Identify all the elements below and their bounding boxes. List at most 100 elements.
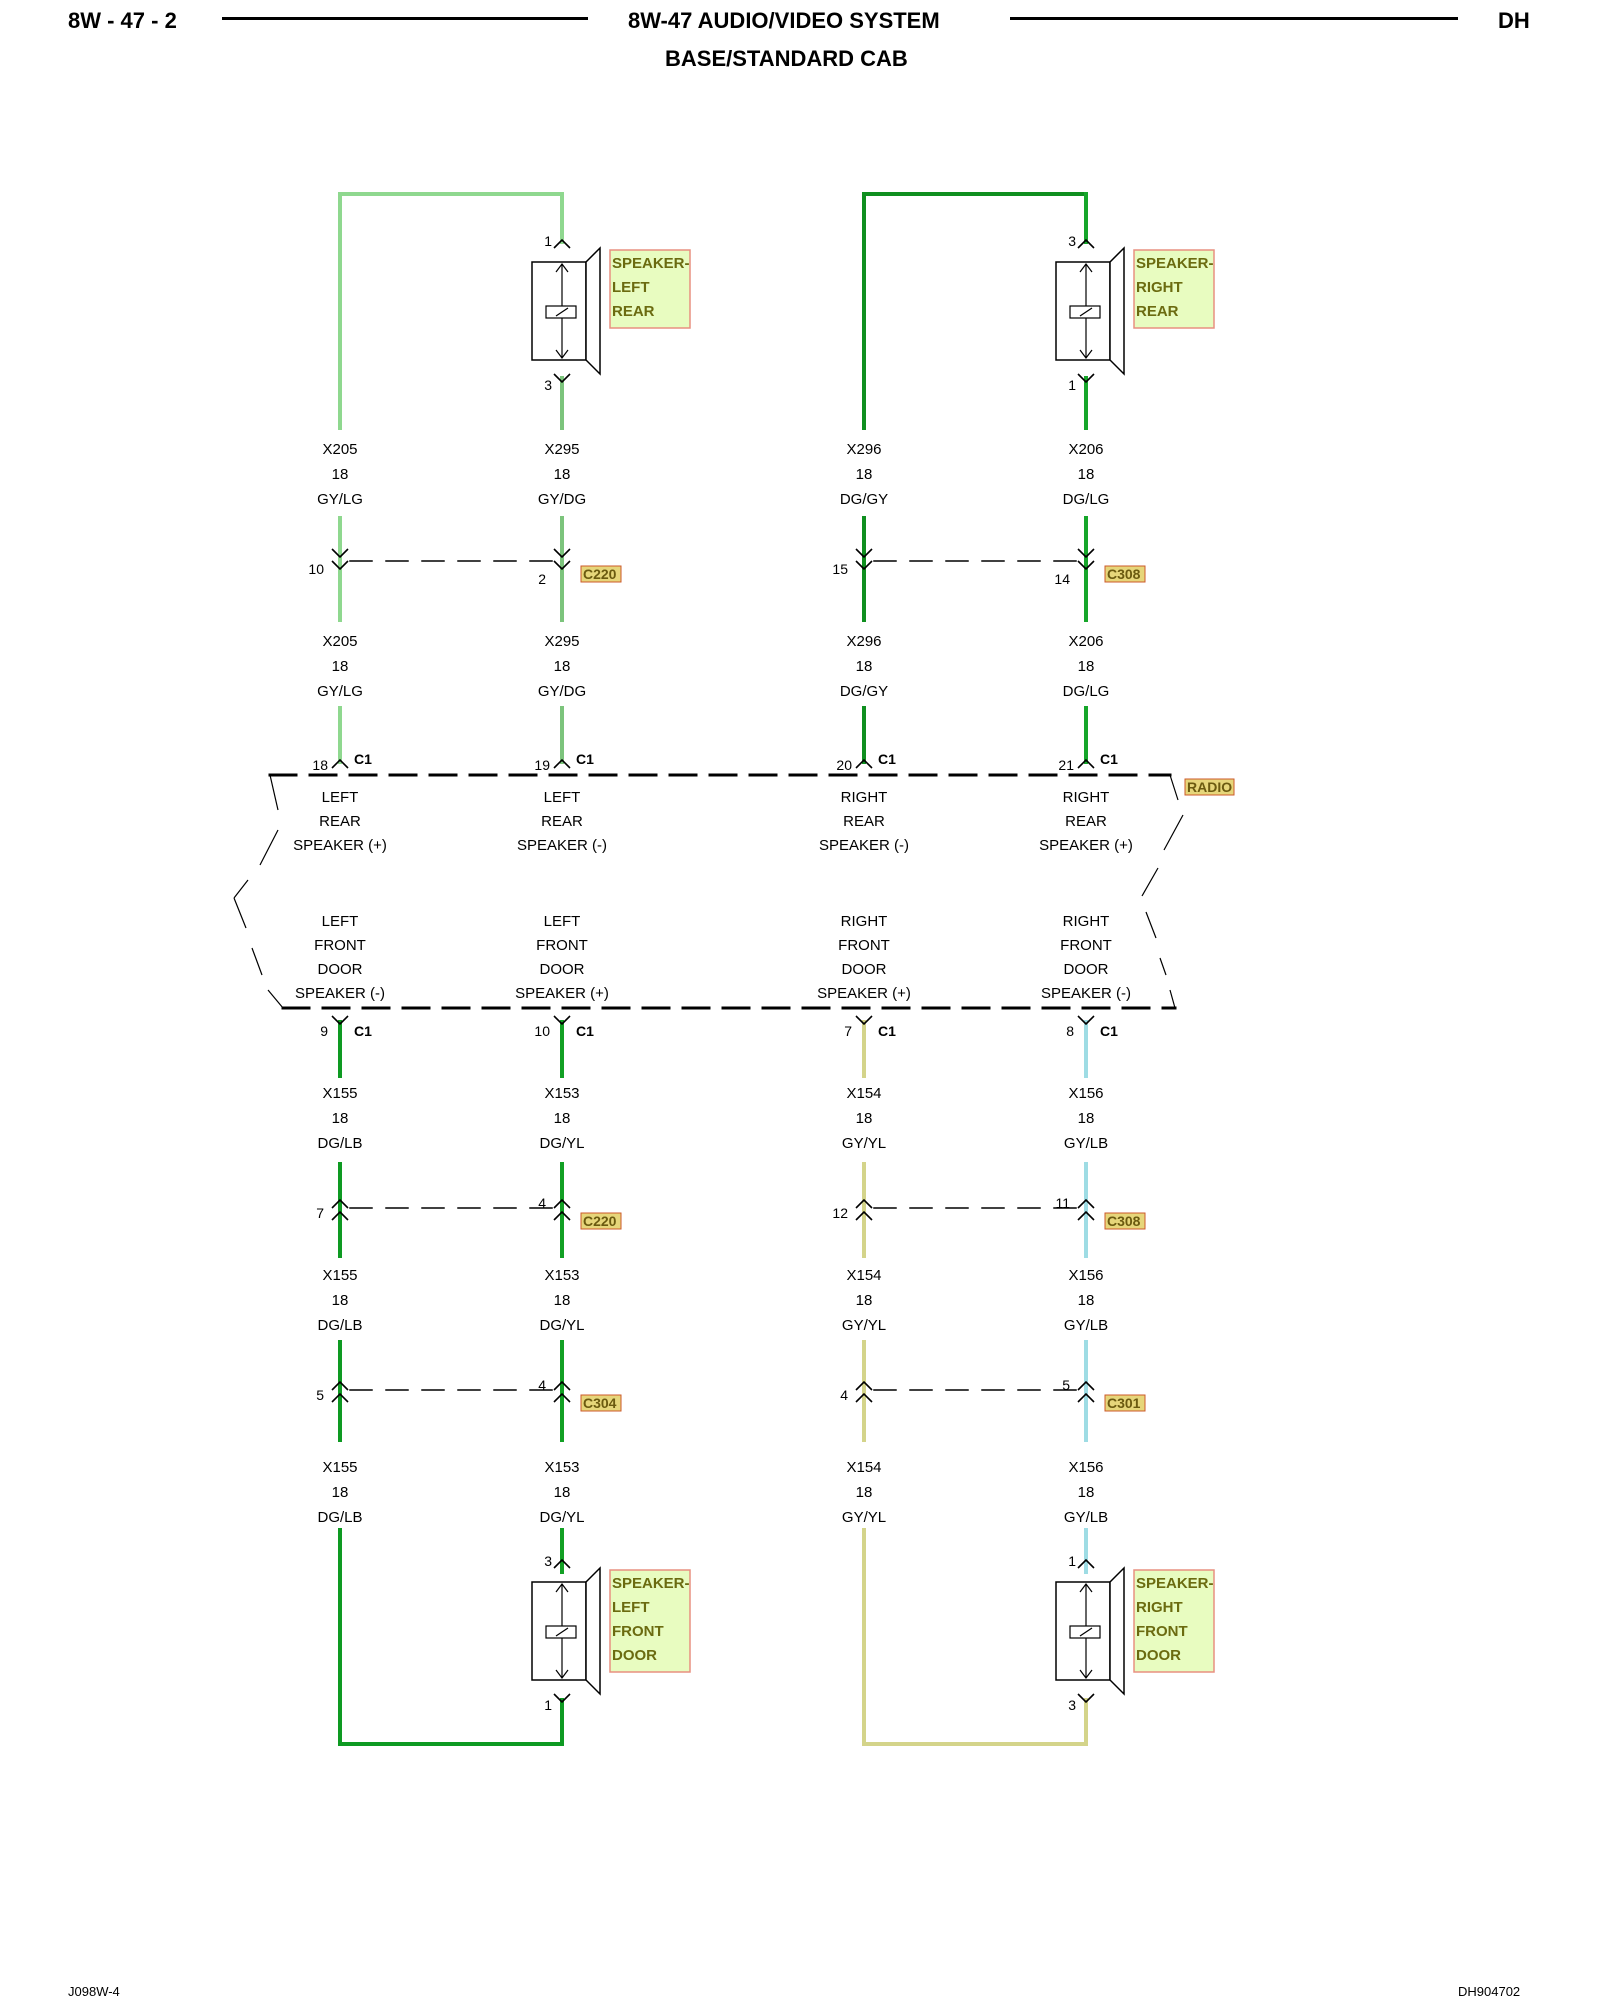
radio-rear-function: SPEAKER (-) <box>517 837 607 854</box>
radio-rear-function: REAR <box>319 813 361 830</box>
wire-gauge-label: 18 <box>1078 1292 1095 1309</box>
radio-front-function: DOOR <box>1064 961 1109 978</box>
radio-front-function: SPEAKER (+) <box>817 985 911 1002</box>
speaker-left-front-pin-top: 3 <box>544 1553 552 1569</box>
radio-front-function: LEFT <box>322 913 359 930</box>
speaker-right-rear-label-box <box>1133 249 1215 329</box>
wire-gauge-label: 18 <box>1078 1484 1095 1501</box>
radio-front-function: LEFT <box>544 913 581 930</box>
wire-gauge-label: 18 <box>332 1110 349 1127</box>
speaker-left-rear-pin-bottom: 3 <box>544 377 552 393</box>
wire-circuit-label: X153 <box>544 1267 579 1284</box>
wire-gauge-label: 18 <box>856 466 873 483</box>
inline-connector-name-box <box>580 1394 622 1412</box>
wire-circuit-label: X206 <box>1068 633 1103 650</box>
header-rule-right <box>1010 17 1458 20</box>
inline-connector-pin: 4 <box>538 1195 546 1211</box>
wire-gauge-label: 18 <box>1078 466 1095 483</box>
radio-pin-chevron <box>1077 758 1095 769</box>
speaker-right-rear-label-line: REAR <box>1136 303 1179 320</box>
inline-connector-pin: 10 <box>308 561 324 577</box>
wire-color-label: GY/LB <box>1064 1317 1108 1334</box>
radio-connector-label: C1 <box>354 1023 372 1039</box>
wire-color-label: DG/YL <box>539 1135 584 1152</box>
speaker-left-front-label-line: SPEAKER- <box>612 1575 690 1592</box>
radio-pin-chevron <box>553 758 571 769</box>
wire-color-label: GY/LG <box>317 683 363 700</box>
speaker-left-rear-arrows <box>555 263 569 359</box>
wire-circuit-label: X156 <box>1068 1267 1103 1284</box>
speaker-left-front-label-line: DOOR <box>612 1647 657 1664</box>
radio-rear-function: SPEAKER (+) <box>293 837 387 854</box>
wire-gauge-label: 18 <box>856 658 873 675</box>
wire-gauge-label: 18 <box>1078 1110 1095 1127</box>
speaker-right-front-cone <box>1109 1566 1125 1696</box>
inline-connector-name: C220 <box>583 566 617 582</box>
wire-color-label: DG/GY <box>840 491 888 508</box>
radio-connector-label: C1 <box>878 751 896 767</box>
radio-front-function: FRONT <box>838 937 890 954</box>
wire-circuit-label: X154 <box>846 1459 881 1476</box>
wire-gauge-label: 18 <box>554 1110 571 1127</box>
inline-connector-pin: 15 <box>832 561 848 577</box>
radio-connector-label: C1 <box>1100 751 1118 767</box>
wire-color-label: DG/YL <box>539 1317 584 1334</box>
inline-connector-name: C304 <box>583 1395 617 1411</box>
radio-border-right <box>1141 774 1184 1009</box>
wire-color-label: DG/LG <box>1063 683 1110 700</box>
inline-connector-name-box <box>1104 1212 1146 1230</box>
inline-connector-pin: 4 <box>840 1387 848 1403</box>
radio-front-function: SPEAKER (+) <box>515 985 609 1002</box>
inline-connector-pin: 5 <box>316 1387 324 1403</box>
radio-rear-function: SPEAKER (-) <box>819 837 909 854</box>
wire-color-label: DG/LG <box>1063 491 1110 508</box>
wire-gauge-label: 18 <box>332 466 349 483</box>
wire-circuit-label: X155 <box>322 1267 357 1284</box>
inline-connector-chevron <box>855 1198 873 1209</box>
speaker-left-rear-label-box <box>609 249 691 329</box>
speaker-right-front-label-line: RIGHT <box>1136 1599 1183 1616</box>
inline-connector-chevron <box>855 560 873 571</box>
wire-color-label: DG/LB <box>317 1135 362 1152</box>
inline-connector-pin: 4 <box>538 1377 546 1393</box>
inline-connector-chevron <box>331 1392 349 1403</box>
speaker-right-front-pin-top-chevron <box>1077 1558 1095 1569</box>
wire-circuit-label: X295 <box>544 441 579 458</box>
speaker-right-rear-pin-bottom: 1 <box>1068 377 1076 393</box>
speaker-left-rear-label-line: LEFT <box>612 279 650 296</box>
inline-connector-chevron <box>1077 548 1095 559</box>
radio-rear-function: LEFT <box>322 789 359 806</box>
speaker-right-front-label-line: SPEAKER- <box>1136 1575 1214 1592</box>
speaker-right-front-label-box <box>1133 1569 1215 1673</box>
speaker-left-front-pin-bottom: 1 <box>544 1697 552 1713</box>
radio-pin-chevron <box>331 1015 349 1026</box>
inline-connector-name-box <box>580 1212 622 1230</box>
inline-connector-chevron <box>855 1380 873 1391</box>
inline-connector-chevron <box>553 548 571 559</box>
radio-rear-function: RIGHT <box>1063 789 1110 806</box>
inline-connector-chevron <box>1077 1380 1095 1391</box>
wire-circuit-label: X156 <box>1068 1459 1103 1476</box>
inline-connector-chevron <box>855 548 873 559</box>
inline-connector-chevron <box>1077 560 1095 571</box>
radio-rear-pin: 21 <box>1058 757 1074 773</box>
wire-circuit-label: X153 <box>544 1085 579 1102</box>
speaker-right-front-label-line: DOOR <box>1136 1647 1181 1664</box>
speaker-right-front <box>1055 1566 1125 1696</box>
wire-circuit-label: X205 <box>322 633 357 650</box>
wire-circuit-label: X205 <box>322 441 357 458</box>
wire-color-label: GY/LG <box>317 491 363 508</box>
wire-color-label: GY/LB <box>1064 1509 1108 1526</box>
speaker-right-front-pin-bottom-chevron <box>1077 1693 1095 1704</box>
speaker-left-rear-coil-slash <box>555 307 569 317</box>
radio-rear-function: SPEAKER (+) <box>1039 837 1133 854</box>
wire-gauge-label: 18 <box>332 1484 349 1501</box>
speaker-right-front-pin-bottom: 3 <box>1068 1697 1076 1713</box>
speaker-left-front-pin-bottom-chevron <box>553 1693 571 1704</box>
radio-pin-chevron <box>855 1015 873 1026</box>
wire-gauge-label: 18 <box>554 466 571 483</box>
page-number: 8W - 47 - 2 <box>68 8 177 33</box>
radio-front-function: SPEAKER (-) <box>295 985 385 1002</box>
wire-gauge-label: 18 <box>856 1292 873 1309</box>
